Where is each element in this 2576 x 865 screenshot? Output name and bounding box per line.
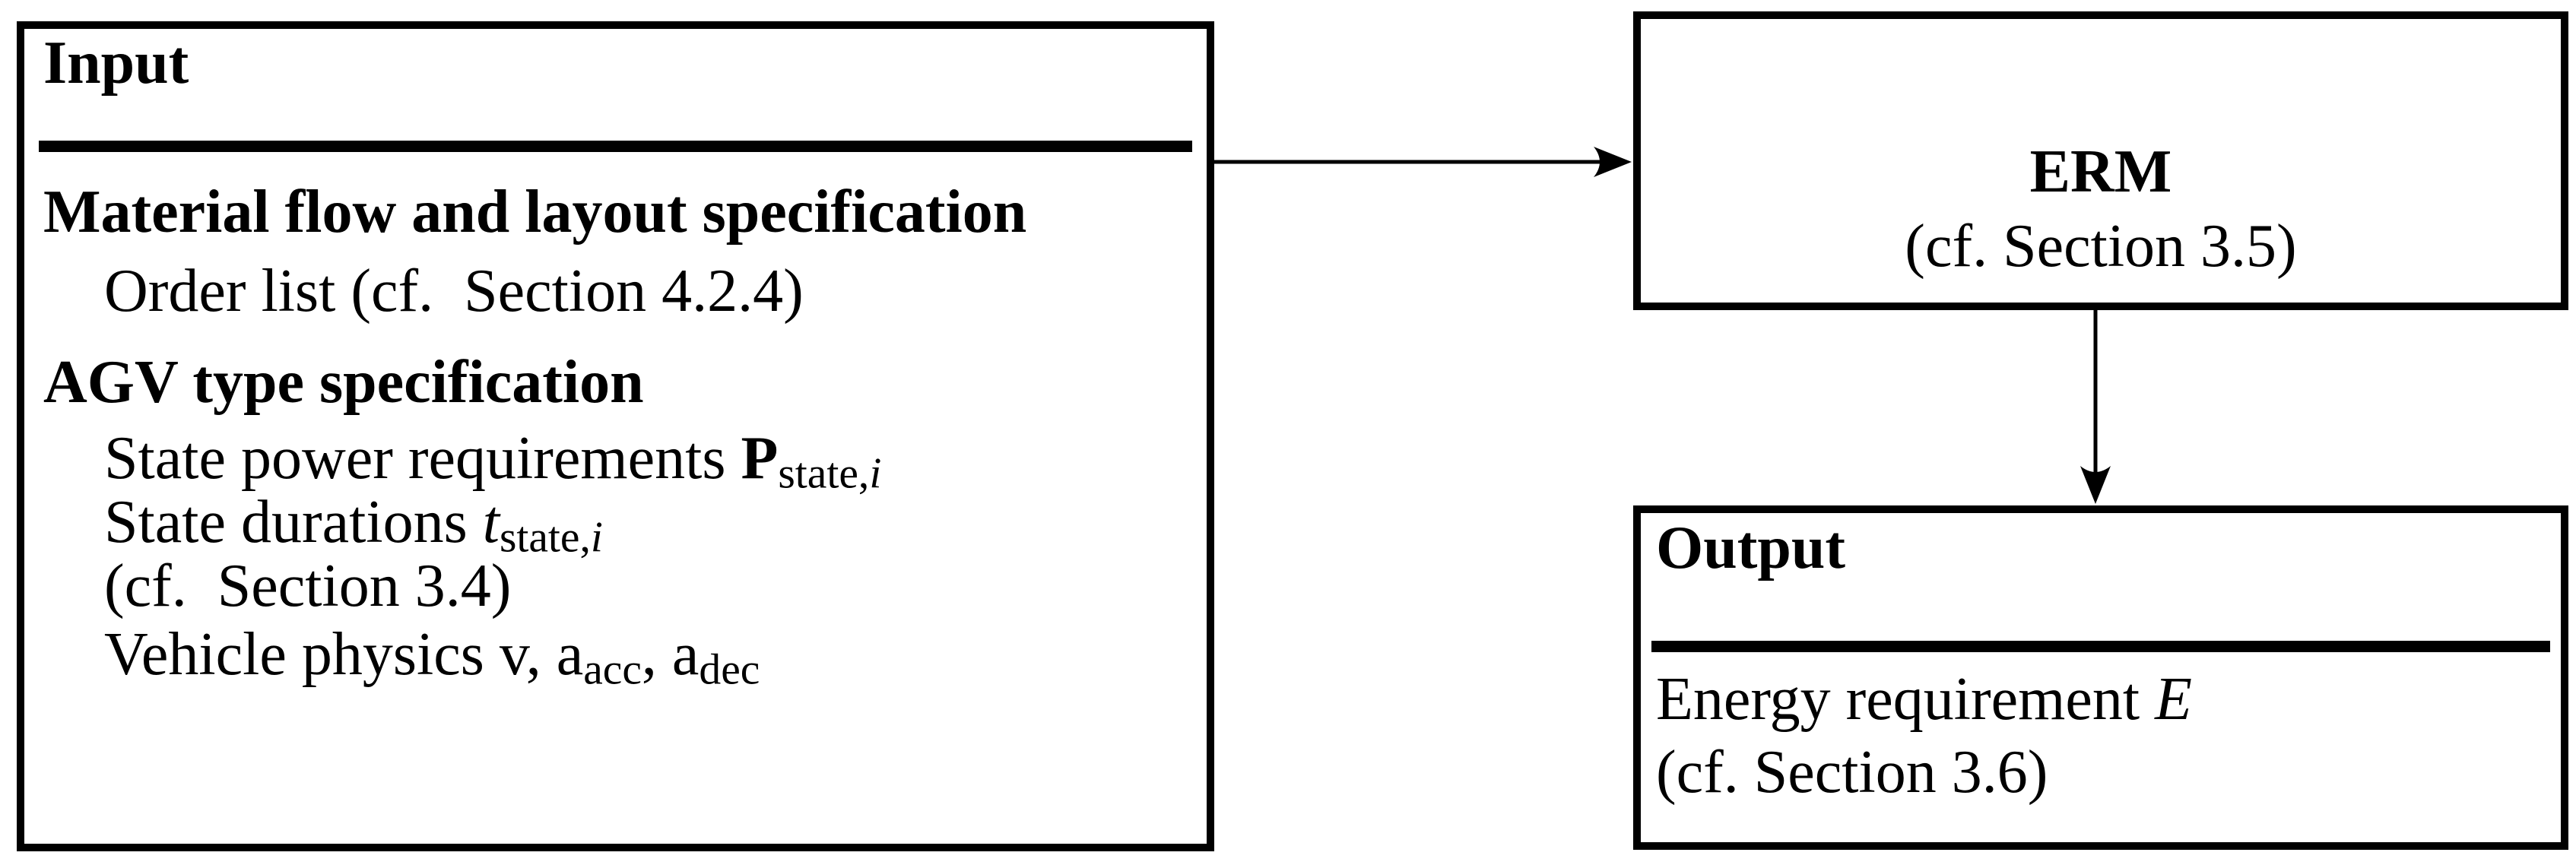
erm-box-title: ERM [2029,138,2172,205]
state-durations-sub-index: i [590,513,603,562]
state-power-subscript: state,i [778,450,881,498]
vehicle-physics-sub-dec: dec [699,645,760,694]
input-box-title: Input [43,30,189,97]
agv-section-ref: (cf. Section 3.4) [104,553,512,619]
state-power-sub-roman: state, [778,449,870,498]
state-durations-item: State durations tstate,i [43,489,1188,559]
state-durations-sub-roman: state, [499,513,591,562]
energy-requirement-line: Energy requirement E [1656,663,2546,736]
vehicle-physics-mid: , a [641,621,700,688]
input-box: Input Material flow and layout specifica… [17,21,1214,851]
vehicle-physics-item: Vehicle physics v, aacc, adec [43,621,1188,692]
state-durations-subscript: state,i [500,514,603,562]
state-power-text: State power requirements [104,425,741,492]
input-to-erm-arrow [1214,147,1632,177]
state-durations-symbol: t [482,489,500,556]
state-durations-text: State durations [104,489,483,556]
state-power-symbol: P [741,425,779,492]
energy-requirement-symbol: E [2155,666,2192,733]
vehicle-physics-text: Vehicle physics v, a [104,621,584,688]
material-section-heading: Material flow and layout specification [43,179,1027,246]
state-power-sub-index: i [869,449,882,498]
agv-section-heading: AGV type specification [43,349,644,416]
output-title-rule [1651,641,2550,652]
output-box-title: Output [1656,515,1845,581]
erm-box: ERM (cf. Section 3.5) [1633,11,2568,310]
state-power-item: State power requirements Pstate,i [43,425,1188,496]
output-box: Output Energy requirement E (cf. Section… [1633,505,2568,850]
erm-box-subtitle: (cf. Section 3.5) [1905,213,2297,280]
order-list-item: Order list (cf. Section 4.2.4) [104,258,804,325]
erm-to-output-arrow [2080,308,2111,504]
vehicle-physics-sub-acc: acc [583,645,642,694]
input-title-rule [39,141,1192,152]
energy-requirement-text: Energy requirement [1656,666,2156,733]
output-section-ref: (cf. Section 3.6) [1656,739,2048,806]
